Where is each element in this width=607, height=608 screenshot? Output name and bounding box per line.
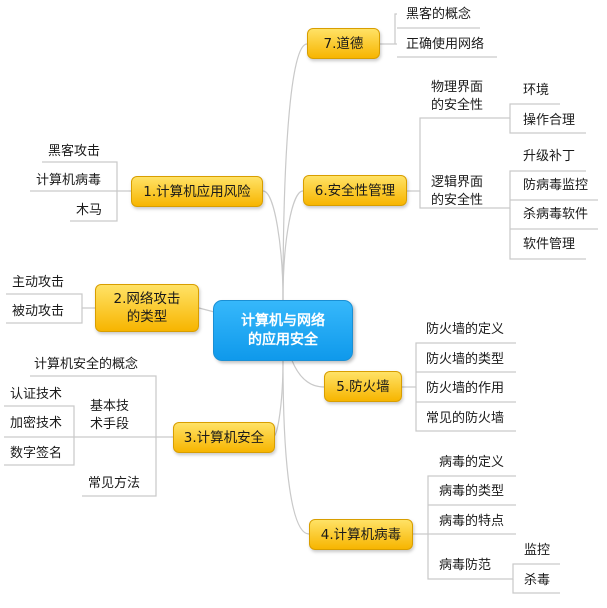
security-tech[interactable]: 基本技 术手段 <box>90 398 150 434</box>
mgmt-logical-line2: 的安全性 <box>431 193 484 208</box>
risk-item-hacker[interactable]: 黑客攻击 <box>48 144 101 159</box>
security-tech-line1: 基本技 <box>90 399 130 414</box>
topic-ethics[interactable]: 7.道德 <box>307 28 380 59</box>
topic-attack-line1: 2.网络攻击 <box>113 291 181 307</box>
tech-item-encrypt[interactable]: 加密技术 <box>10 416 63 431</box>
topic-attack[interactable]: 2.网络攻击 的类型 <box>95 284 199 332</box>
central-topic-line2: 的应用安全 <box>248 331 318 348</box>
attack-item-passive[interactable]: 被动攻击 <box>12 304 65 319</box>
virus-prevention[interactable]: 病毒防范 <box>439 558 492 573</box>
central-topic[interactable]: 计算机与网络 的应用安全 <box>213 300 353 361</box>
topic-mgmt[interactable]: 6.安全性管理 <box>303 175 407 206</box>
security-tech-line2: 术手段 <box>90 417 130 432</box>
topic-virus[interactable]: 4.计算机病毒 <box>309 519 413 550</box>
tech-item-auth[interactable]: 认证技术 <box>10 387 63 402</box>
topic-firewall[interactable]: 5.防火墙 <box>324 371 402 402</box>
tech-item-signature[interactable]: 数字签名 <box>10 446 63 461</box>
logical-item-patch[interactable]: 升级补丁 <box>523 149 576 164</box>
firewall-item-types[interactable]: 防火墙的类型 <box>426 352 505 367</box>
risk-item-trojan[interactable]: 木马 <box>76 203 103 218</box>
firewall-item-definition[interactable]: 防火墙的定义 <box>426 322 505 337</box>
mgmt-logical-line1: 逻辑界面 <box>431 175 484 190</box>
firewall-item-common[interactable]: 常见的防火墙 <box>426 411 505 426</box>
topic-firewall-label: 5.防火墙 <box>336 378 390 395</box>
topic-attack-line2: 的类型 <box>126 309 168 325</box>
prevention-item-kill[interactable]: 杀毒 <box>524 573 551 588</box>
mgmt-physical-line1: 物理界面 <box>431 80 484 95</box>
attack-item-active[interactable]: 主动攻击 <box>12 275 65 290</box>
firewall-item-function[interactable]: 防火墙的作用 <box>426 381 505 396</box>
topic-ethics-label: 7.道德 <box>323 35 364 52</box>
mgmt-physical-line2: 的安全性 <box>431 98 484 113</box>
virus-item-definition[interactable]: 病毒的定义 <box>439 455 505 470</box>
security-methods[interactable]: 常见方法 <box>88 476 141 491</box>
topic-virus-label: 4.计算机病毒 <box>320 526 402 543</box>
logical-item-av-monitor[interactable]: 防病毒监控 <box>523 178 589 193</box>
physical-item-operation[interactable]: 操作合理 <box>523 113 576 128</box>
physical-item-environment[interactable]: 环境 <box>523 83 550 98</box>
logical-item-av-software[interactable]: 杀病毒软件 <box>523 207 589 222</box>
topic-mgmt-label: 6.安全性管理 <box>314 182 396 199</box>
security-concept[interactable]: 计算机安全的概念 <box>34 357 139 372</box>
mgmt-logical[interactable]: 逻辑界面 的安全性 <box>431 174 495 210</box>
topic-risk-label: 1.计算机应用风险 <box>143 183 251 200</box>
virus-item-types[interactable]: 病毒的类型 <box>439 484 505 499</box>
topic-risk[interactable]: 1.计算机应用风险 <box>131 176 263 207</box>
central-topic-line1: 计算机与网络 <box>241 312 325 329</box>
logical-item-software-mgmt[interactable]: 软件管理 <box>523 237 576 252</box>
mgmt-physical[interactable]: 物理界面 的安全性 <box>431 79 495 115</box>
prevention-item-monitor[interactable]: 监控 <box>524 543 551 558</box>
ethics-item-proper-use[interactable]: 正确使用网络 <box>406 37 485 52</box>
ethics-item-hacker-concept[interactable]: 黑客的概念 <box>406 7 472 22</box>
virus-item-features[interactable]: 病毒的特点 <box>439 514 505 529</box>
topic-security-label: 3.计算机安全 <box>183 429 265 446</box>
topic-security[interactable]: 3.计算机安全 <box>173 422 275 453</box>
risk-item-virus[interactable]: 计算机病毒 <box>36 173 102 188</box>
